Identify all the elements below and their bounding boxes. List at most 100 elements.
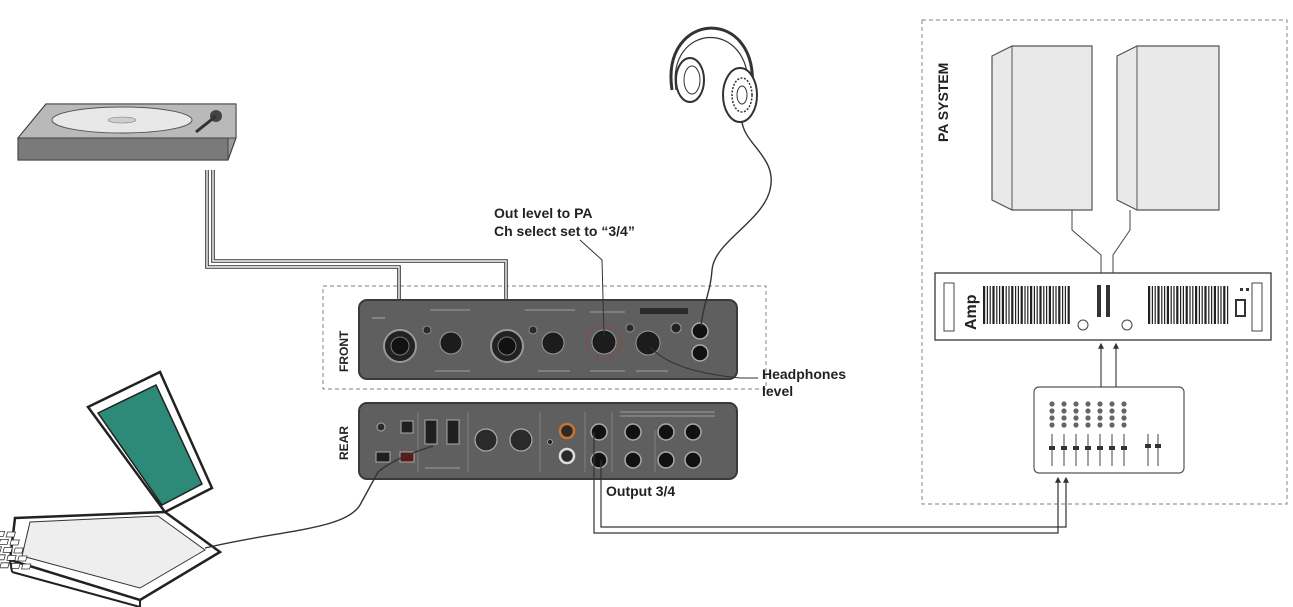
mixer-knob	[1121, 415, 1127, 421]
output-34-label: Output 3/4	[606, 483, 675, 499]
amp-vent-bar	[1008, 286, 1010, 324]
mixer-knob	[1097, 408, 1103, 414]
amp-vent-bar	[1011, 286, 1014, 324]
amp-vent-bar	[989, 286, 991, 324]
mixer-fader	[1073, 446, 1079, 450]
mixer-knob	[1061, 408, 1067, 414]
laptop-key	[0, 562, 10, 569]
mixer-knob	[1073, 422, 1079, 428]
mixer-fader	[1121, 446, 1127, 450]
amp-vent-bar	[1062, 286, 1064, 324]
amp-label: Amp	[963, 294, 980, 330]
amp-vent-bar	[1201, 286, 1203, 324]
amp-vent-bar	[1173, 286, 1175, 324]
amp-vent-bar	[1154, 286, 1156, 324]
amp-vent-bar	[1020, 286, 1023, 324]
out-level-leader	[579, 239, 605, 337]
amp-vent-bar	[1211, 286, 1213, 324]
audio-interface-rear-icon	[358, 402, 738, 480]
usb-cable	[204, 445, 434, 549]
mixer-knob	[1121, 401, 1127, 407]
amp-vent-bar	[1217, 286, 1219, 324]
mixer-knob	[1061, 422, 1067, 428]
amp-vent-bar	[1067, 286, 1070, 324]
amp-vent-bar	[992, 286, 995, 324]
amp-vent-bar	[1182, 286, 1184, 324]
headphones-level-label-line2: level	[762, 383, 793, 399]
mixer-knob	[1097, 401, 1103, 407]
mixer-knob	[1109, 415, 1115, 421]
amp-vent-bar	[1208, 286, 1210, 324]
mixer-fader	[1049, 446, 1055, 450]
amp-vent-bar	[1030, 286, 1033, 324]
mixer-knob	[1109, 408, 1115, 414]
mixer-knob	[1073, 408, 1079, 414]
amp-vent-bar	[1164, 286, 1166, 324]
laptop-key	[17, 555, 28, 562]
amp-vent-bar	[999, 286, 1001, 324]
mixer-knob	[1085, 401, 1091, 407]
amp-vent-bar	[1148, 286, 1151, 324]
rear-label: REAR	[337, 426, 351, 460]
output-34-cable	[593, 432, 1061, 534]
amp-vent-bar	[1161, 286, 1163, 324]
mixer-knob	[1061, 401, 1067, 407]
laptop-key	[6, 555, 17, 561]
amp-vent-bar	[1058, 286, 1061, 324]
pa-system-label: PA SYSTEM	[935, 63, 951, 142]
amp-vent-bar	[1064, 286, 1066, 324]
amp-vent-bar	[1198, 286, 1200, 324]
amp-vent-bar	[1227, 286, 1229, 324]
speaker-cable	[1112, 210, 1131, 275]
mixer-knob	[1049, 408, 1055, 414]
amp-vent-bar	[1180, 286, 1182, 324]
out-level-label: Out level to PA	[494, 205, 593, 221]
laptop-key	[0, 531, 6, 537]
amp-vent-bar	[1005, 286, 1007, 324]
amp-vent-bar	[1015, 286, 1017, 324]
mixer-fader	[1109, 446, 1115, 450]
amp-vent-bar	[1192, 286, 1194, 324]
amp-vent-bar	[1170, 286, 1172, 324]
ch-select-label: Ch select set to “3/4”	[494, 223, 635, 239]
headphones-level-label: Headphones	[762, 366, 846, 382]
amp-vent-bar	[1027, 286, 1029, 324]
mixer-knob	[1049, 422, 1055, 428]
amp-vent-bar	[1220, 286, 1222, 324]
mixer-fader	[1097, 446, 1103, 450]
speaker-icon	[991, 45, 1093, 211]
amp-vent-bar	[1195, 286, 1198, 324]
amp-vent-bar	[1055, 286, 1057, 324]
laptop-key	[0, 554, 6, 561]
mixer-knob	[1109, 422, 1115, 428]
mixer-knob	[1085, 422, 1091, 428]
amp-vent-bar	[1001, 286, 1004, 324]
turntable-cable-right	[212, 170, 507, 336]
amp-vent-bar	[986, 286, 988, 324]
amp-vent-bar	[983, 286, 986, 324]
audio-interface-icon	[358, 299, 738, 380]
amp-vent-bar	[1046, 286, 1048, 324]
laptop-key	[2, 547, 13, 553]
laptop-key	[0, 539, 9, 545]
amp-vent-bar	[1052, 286, 1054, 324]
mixer-icon	[1033, 386, 1185, 474]
mixer-knob	[1121, 408, 1127, 414]
amp-vent-bar	[1036, 286, 1038, 324]
mixer-fader	[1145, 444, 1151, 448]
amp-vent-bar	[1176, 286, 1179, 324]
laptop-key	[13, 547, 24, 554]
amp-vent-bar	[1204, 286, 1207, 324]
amp-vent-bar	[1039, 286, 1042, 324]
mixer-knob	[1121, 422, 1127, 428]
headphones-icon	[669, 26, 758, 123]
amp-vent-bar	[1185, 286, 1188, 324]
mixer-knob	[1073, 415, 1079, 421]
mixer-knob	[1085, 415, 1091, 421]
headphones-cable	[700, 121, 772, 327]
mixer-knob	[1097, 422, 1103, 428]
amp-vent-bar	[1151, 286, 1153, 324]
mixer-knob	[1085, 408, 1091, 414]
